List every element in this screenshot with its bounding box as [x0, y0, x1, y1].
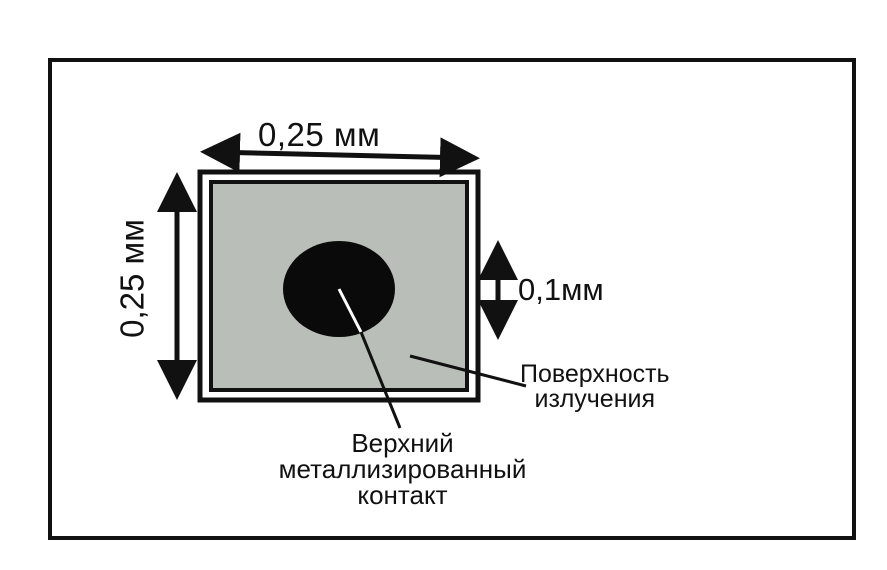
- contact-label-line3: контакт: [357, 480, 448, 510]
- diagram-frame: [48, 58, 856, 540]
- contact-diameter-label: 0,1мм: [518, 272, 604, 307]
- surface-label-line2: излучения: [534, 385, 656, 413]
- contact-leader-line-white: [337, 288, 363, 333]
- surface-label-line1: Поверхность: [520, 360, 670, 388]
- contact-label-line2: металлизированный: [278, 454, 527, 484]
- side-dimension-label: 0,25 мм: [113, 219, 151, 338]
- surface-label: Поверхность излучения: [520, 362, 670, 412]
- top-dimension-label: 0,25 мм: [258, 116, 381, 153]
- contact-leader-line: [359, 331, 402, 429]
- surface-leader-line: [409, 354, 527, 388]
- top-dimension-arrow: [200, 132, 480, 178]
- contact-label-line1: Верхний: [351, 428, 454, 458]
- contact-label: Верхний металлизированный контакт: [230, 430, 575, 508]
